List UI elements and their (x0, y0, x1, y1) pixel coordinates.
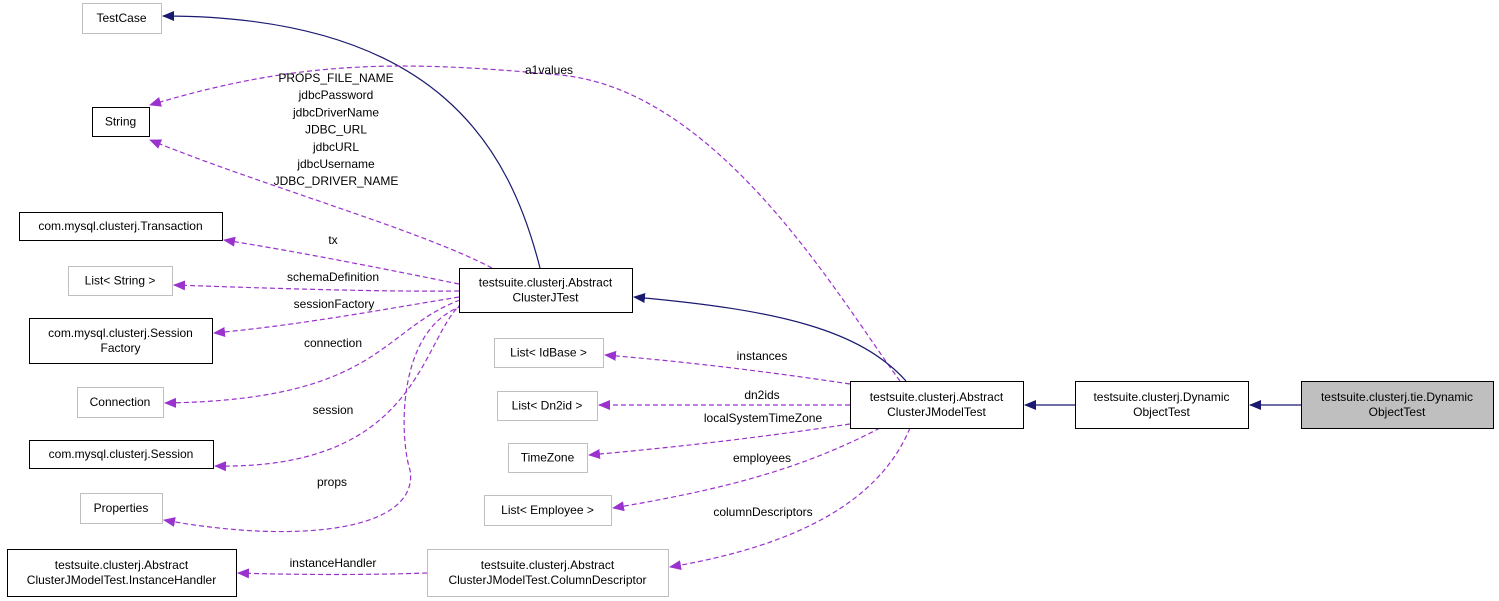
class-node-properties[interactable]: Properties (80, 493, 163, 524)
usage-edge-sf (213, 296, 460, 337)
edge-label: localSystemTimeZone (704, 411, 823, 425)
class-name-line: com.mysql.clusterj.Session (49, 447, 194, 461)
class-name-line: List< IdBase > (510, 346, 587, 360)
class-name-line: List< String > (85, 274, 156, 288)
usage-edge-props (163, 305, 463, 533)
edge-label: PROPS_FILE_NAME (278, 71, 393, 85)
class-box (80, 493, 163, 524)
inheritance-edge-testcase (162, 11, 541, 269)
class-node-timezone[interactable]: TimeZone (508, 443, 588, 473)
class-box (92, 107, 150, 137)
class-name-line: testsuite.clusterj.tie.Dynamic (1321, 390, 1473, 404)
class-name-line: ClusterJModelTest (887, 405, 986, 419)
class-name-line: List< Dn2id > (512, 399, 583, 413)
edge-label: session (313, 403, 354, 417)
class-name-line: ObjectTest (1369, 405, 1426, 419)
class-name-line: testsuite.clusterj.Abstract (479, 276, 613, 290)
class-name-line: testsuite.clusterj.Abstract (481, 558, 615, 572)
class-box (508, 443, 588, 473)
class-name-line: ObjectTest (1133, 405, 1190, 419)
usage-edge-employees (612, 427, 881, 512)
edge-label: employees (733, 451, 791, 465)
class-box (1301, 381, 1494, 429)
edge-label: props (317, 475, 347, 489)
class-node-list-string[interactable]: List< String > (68, 266, 173, 296)
class-node-list-dn2id[interactable]: List< Dn2id > (497, 391, 598, 421)
class-name-line: Factory (100, 341, 140, 355)
class-name-line: Properties (94, 501, 149, 515)
class-node-abstract-model-test[interactable]: testsuite.clusterj.AbstractClusterJModel… (850, 381, 1024, 429)
edge-label: instanceHandler (290, 556, 377, 570)
edge-label: connection (304, 336, 362, 350)
usage-edge-a1values (149, 65, 901, 382)
class-box (68, 266, 173, 296)
edge-label: schemaDefinition (287, 270, 379, 284)
class-name-line: TimeZone (521, 451, 575, 465)
class-name-line: testsuite.clusterj.Abstract (870, 390, 1004, 404)
class-node-column-descriptor[interactable]: testsuite.clusterj.AbstractClusterJModel… (427, 549, 669, 597)
class-name-line: TestCase (96, 11, 146, 25)
class-node-instance-handler[interactable]: testsuite.clusterj.AbstractClusterJModel… (7, 549, 237, 597)
edge-label: jdbcURL (312, 140, 359, 154)
class-box (19, 212, 223, 241)
class-node-list-idbase[interactable]: List< IdBase > (494, 338, 604, 368)
class-node-list-employee[interactable]: List< Employee > (484, 495, 612, 526)
class-node-testcase[interactable]: TestCase (82, 3, 162, 34)
class-name-line: String (105, 115, 136, 129)
class-box (82, 3, 162, 34)
class-name-line: com.mysql.clusterj.Transaction (38, 219, 202, 233)
class-box (459, 268, 633, 313)
class-box (29, 440, 214, 469)
class-box (427, 549, 669, 597)
class-node-transaction[interactable]: com.mysql.clusterj.Transaction (19, 212, 223, 241)
usage-edge-tz (588, 423, 851, 460)
usage-edge-schema (173, 280, 460, 292)
class-name-line: Connection (90, 395, 151, 409)
edge-label: JDBC_DRIVER_NAME (274, 174, 399, 188)
edge-label: jdbcPassword (298, 88, 374, 102)
usage-edge-ihandler (237, 568, 428, 579)
usage-edge-coldesc (669, 427, 911, 571)
class-name-line: ClusterJTest (512, 291, 579, 305)
usage-edge-conn (164, 299, 461, 408)
class-box (77, 387, 164, 418)
edge-label: instances (737, 349, 788, 363)
edge-label: sessionFactory (294, 297, 375, 311)
class-node-string[interactable]: String (92, 107, 150, 137)
class-box (484, 495, 612, 526)
class-box (497, 391, 598, 421)
class-box (494, 338, 604, 368)
edge-label: dn2ids (744, 388, 779, 402)
class-name-line: ClusterJModelTest.ColumnDescriptor (448, 573, 646, 587)
inheritance-edge-model-inherit (633, 292, 907, 382)
class-name-line: ClusterJModelTest.InstanceHandler (27, 573, 216, 587)
class-name-line: com.mysql.clusterj.Session (48, 326, 193, 340)
edge-label: columnDescriptors (713, 505, 812, 519)
edge-label: jdbcDriverName (292, 105, 379, 119)
class-box (1075, 381, 1249, 429)
class-box (7, 549, 237, 597)
edge-label: JDBC_URL (305, 123, 367, 137)
class-box (29, 318, 213, 364)
usage-edge-abstract-to-string (149, 139, 493, 269)
class-name-line: List< Employee > (501, 503, 594, 517)
edge-label: a1values (525, 63, 573, 77)
edge-label: tx (328, 233, 337, 247)
usage-edge-session (214, 302, 463, 472)
class-node-connection[interactable]: Connection (77, 387, 164, 418)
edge-label: jdbcUsername (296, 157, 375, 171)
usage-edge-tx (223, 236, 460, 285)
usage-edge-instances (604, 350, 851, 385)
class-node-session[interactable]: com.mysql.clusterj.Session (29, 440, 214, 469)
class-box (850, 381, 1024, 429)
class-name-line: testsuite.clusterj.Dynamic (1093, 390, 1229, 404)
class-name-line: testsuite.clusterj.Abstract (55, 558, 189, 572)
